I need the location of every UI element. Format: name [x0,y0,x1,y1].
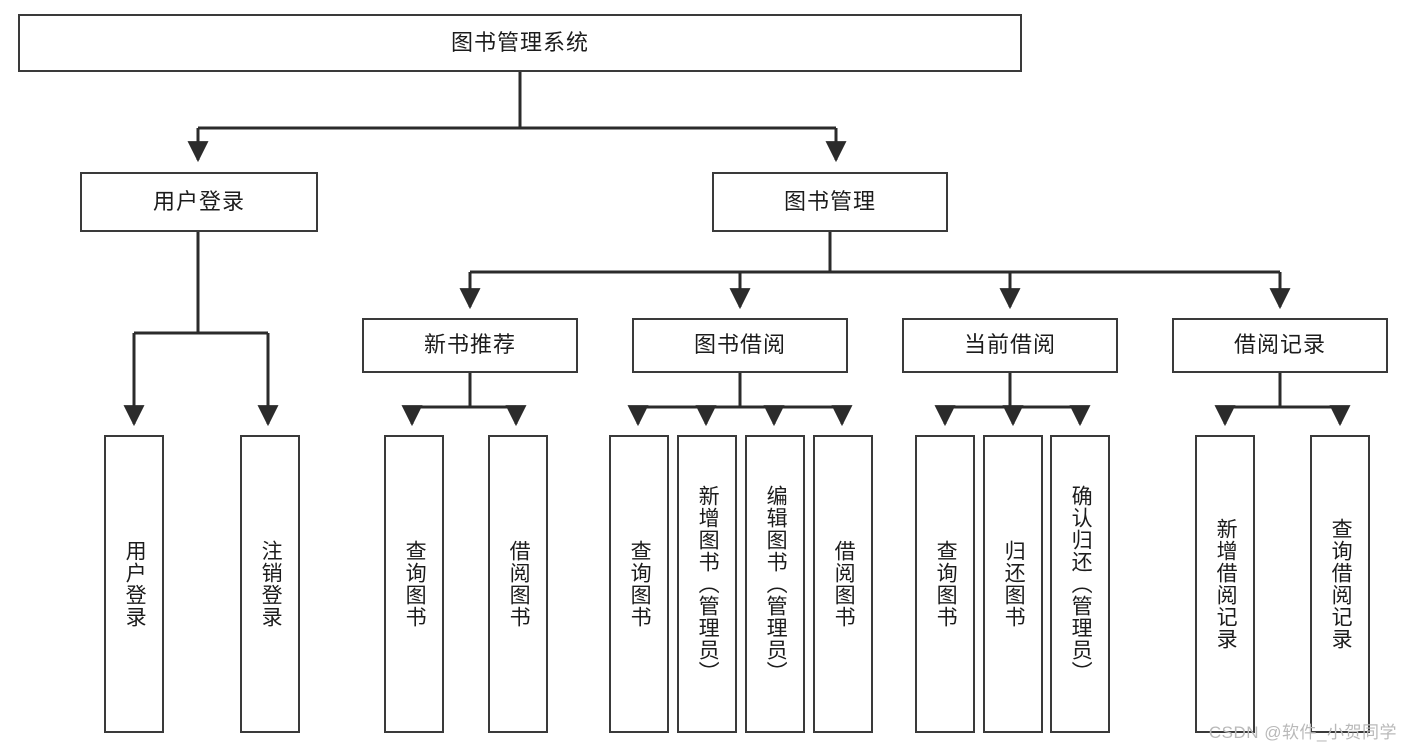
node-root-system[interactable]: 图书管理系统 [18,14,1022,72]
leaf-current-query-book[interactable]: 查询图书 [915,435,975,733]
node-label: 新增图书（管理员） [696,485,720,683]
node-label: 图书借阅 [693,332,786,358]
leaf-user-login-signin[interactable]: 用户登录 [104,435,164,733]
leaf-record-query[interactable]: 查询借阅记录 [1310,435,1370,733]
node-label: 查询图书 [934,540,958,628]
node-label: 用户登录 [123,540,147,628]
node-label: 图书管理 [783,188,876,214]
node-label: 查询图书 [628,540,652,628]
node-book-borrow[interactable]: 图书借阅 [632,318,848,373]
leaf-borrow-query-book[interactable]: 查询图书 [609,435,669,733]
node-book-management[interactable]: 图书管理 [712,172,948,232]
node-label: 查询图书 [403,540,427,628]
node-label: 图书管理系统 [450,29,589,55]
leaf-new-book-query[interactable]: 查询图书 [384,435,444,733]
leaf-user-login-signout[interactable]: 注销登录 [240,435,300,733]
leaf-current-return-book[interactable]: 归还图书 [983,435,1043,733]
node-new-book-recommend[interactable]: 新书推荐 [362,318,578,373]
node-label: 借阅记录 [1233,332,1326,358]
leaf-current-confirm-return-admin[interactable]: 确认归还（管理员） [1050,435,1110,733]
node-label: 注销登录 [259,540,283,628]
node-label: 确认归还（管理员） [1069,485,1093,683]
node-label: 归还图书 [1002,540,1026,628]
node-label: 用户登录 [152,188,245,214]
node-label: 编辑图书（管理员） [764,485,788,683]
leaf-borrow-add-book-admin[interactable]: 新增图书（管理员） [677,435,737,733]
node-label: 新书推荐 [423,332,516,358]
node-user-login[interactable]: 用户登录 [80,172,318,232]
leaf-borrow-borrow-book[interactable]: 借阅图书 [813,435,873,733]
node-label: 当前借阅 [963,332,1056,358]
node-borrow-record[interactable]: 借阅记录 [1172,318,1388,373]
leaf-borrow-edit-book-admin[interactable]: 编辑图书（管理员） [745,435,805,733]
node-label: 借阅图书 [507,540,531,628]
leaf-new-book-borrow[interactable]: 借阅图书 [488,435,548,733]
node-current-borrow[interactable]: 当前借阅 [902,318,1118,373]
node-label: 借阅图书 [832,540,856,628]
leaf-record-add[interactable]: 新增借阅记录 [1195,435,1255,733]
node-label: 查询借阅记录 [1329,518,1353,650]
node-label: 新增借阅记录 [1214,518,1238,650]
